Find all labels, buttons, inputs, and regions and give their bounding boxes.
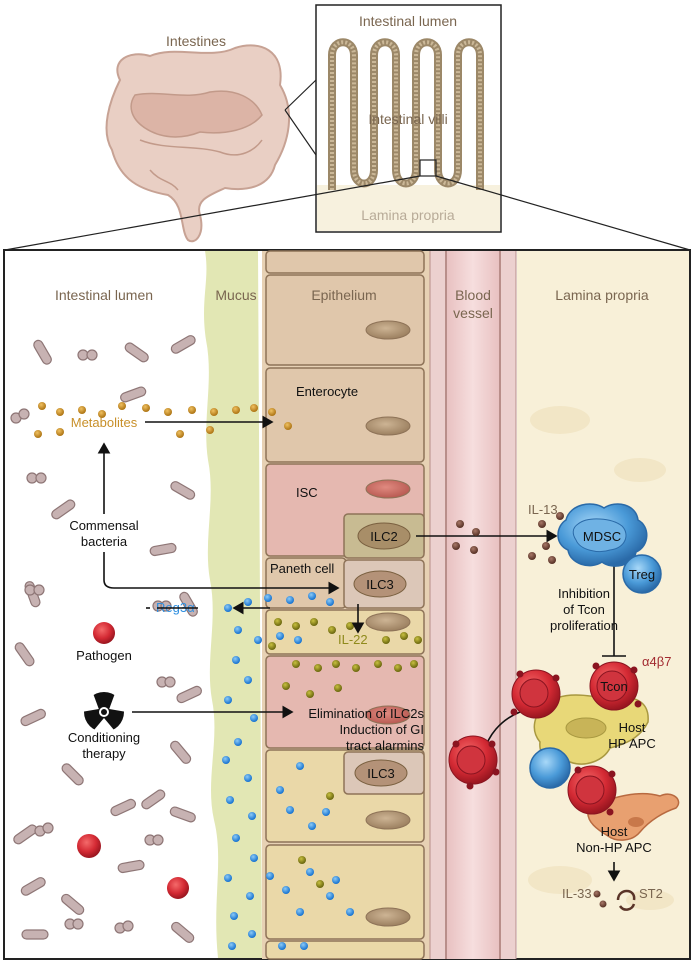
intestines-label: Intestines xyxy=(166,33,226,49)
mdsc-label: MDSC xyxy=(583,529,621,544)
treg-label: Treg xyxy=(629,567,655,582)
paneth-label: Paneth cell xyxy=(270,561,334,576)
il33-label: IL-33 xyxy=(562,886,592,901)
col-blood-header-1: Blood xyxy=(455,287,491,303)
pathogen-label: Pathogen xyxy=(76,648,132,663)
diplococci xyxy=(10,349,176,934)
elimination-label-1: Elimination of ILC2s xyxy=(308,706,424,721)
intestines-illustration xyxy=(105,44,291,243)
pathway-arrows xyxy=(97,415,626,882)
zoom-connector-lines xyxy=(4,79,691,251)
pathogen-icon xyxy=(77,834,101,858)
mdsc-cell xyxy=(557,503,648,567)
il13-dots xyxy=(452,512,564,564)
inhibition-label-3: proliferation xyxy=(550,618,618,633)
tcon-cells xyxy=(448,661,639,815)
metabolites-label: Metabolites xyxy=(71,415,138,430)
il13-label: IL-13 xyxy=(528,502,558,517)
col-mucus-header: Mucus xyxy=(215,287,256,303)
elimination-label-3: tract alarmins xyxy=(346,738,425,753)
inhibition-label-1: Inhibition xyxy=(558,586,610,601)
host-hp-label-1: Host xyxy=(619,720,646,735)
st2-label: ST2 xyxy=(639,886,663,901)
a4b7-label: α4β7 xyxy=(642,654,671,669)
host-nonhp-label-2: Non-HP APC xyxy=(576,840,652,855)
col-lamina-header: Lamina propria xyxy=(555,287,649,303)
reg3a-dots xyxy=(222,592,354,950)
ilc-cells xyxy=(343,513,425,795)
enterocyte-label: Enterocyte xyxy=(296,384,358,399)
commensal-bacteria xyxy=(13,335,203,943)
ilc3-label-lower: ILC3 xyxy=(367,766,394,781)
il22-dots xyxy=(268,618,422,888)
il22-label: IL-22 xyxy=(338,632,368,647)
epithelium-nuclei xyxy=(365,320,411,927)
commensal-label-1: Commensal xyxy=(69,518,138,533)
blue-apc-cell xyxy=(529,747,571,789)
radiation-icon xyxy=(83,692,125,733)
col-lumen-header: Intestinal lumen xyxy=(55,287,153,303)
ilc2-label: ILC2 xyxy=(370,529,397,544)
inset-lumen-label: Intestinal lumen xyxy=(359,13,457,29)
ilc3-label-upper: ILC3 xyxy=(366,577,393,592)
host-nonhp-label-1: Host xyxy=(601,824,628,839)
col-blood-header-2: vessel xyxy=(453,305,493,321)
conditioning-label-2: therapy xyxy=(82,746,126,761)
elimination-label-2: Induction of GI xyxy=(339,722,424,737)
pathogen-cells xyxy=(77,622,189,899)
pathogen-icon xyxy=(167,877,189,899)
inhibition-label-2: of Tcon xyxy=(563,602,605,617)
conditioning-label-1: Conditioning xyxy=(68,730,140,745)
integrin-dots xyxy=(452,662,642,816)
isc-label: ISC xyxy=(296,485,318,500)
il33-st2 xyxy=(593,889,636,911)
villi-inset xyxy=(315,4,502,233)
inset-villi-label: Intestinal villi xyxy=(368,111,447,127)
inset-lamina-label: Lamina propria xyxy=(361,207,455,223)
pathogen-icon xyxy=(93,622,115,644)
col-epithelium-header: Epithelium xyxy=(311,287,376,303)
tcon-label: Tcon xyxy=(600,679,627,694)
metabolite-dots xyxy=(34,402,292,438)
treg-cell xyxy=(622,554,662,594)
commensal-label-2: bacteria xyxy=(81,534,128,549)
host-hp-label-2: HP APC xyxy=(608,736,655,751)
